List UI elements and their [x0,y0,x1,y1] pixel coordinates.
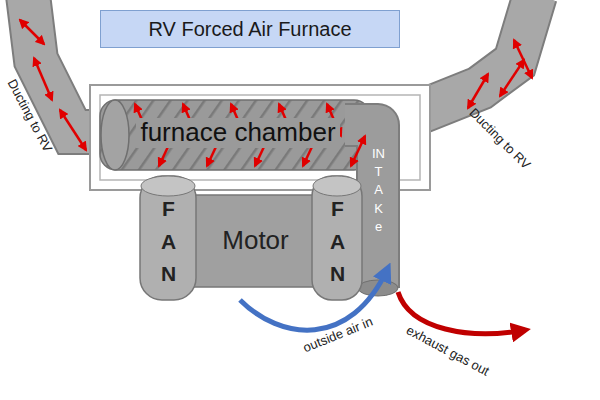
airflow-arrow [34,58,52,100]
motor-label: Motor [216,223,295,259]
fan-rim [141,176,195,196]
title-box: RV Forced Air Furnace [100,10,400,48]
airflow-arrow [20,20,44,44]
airflow-arrow [351,136,365,166]
fan-label-text: FAN [327,193,348,291]
duct-outline [420,0,535,112]
airflow-arrow [500,60,524,96]
fan-rim [313,176,361,196]
fan-label: FAN [321,190,354,294]
duct-label: Ducting to RV [466,105,533,172]
chamber-label: furnace chamber [130,115,346,151]
fan-label-text: FAN [158,193,179,291]
title-box-text: RV Forced Air Furnace [148,18,351,41]
chamber-label-text: furnace chamber [136,118,339,148]
fan-housing [312,176,362,300]
chamber-end [101,100,129,170]
air-in-label: outside air in [301,314,375,356]
airflow-arrow [60,110,86,150]
motor-label-text: Motor [222,226,288,256]
right-duct [420,0,535,112]
intake-label-text: INTAKe [372,145,385,236]
motor-body [175,195,335,287]
fan-label: FAN [152,190,185,294]
chamber-cylinder [100,100,370,170]
fan-housing [140,176,196,300]
intake-label: INTAKe [366,142,391,239]
airflow-arrow [468,74,488,108]
